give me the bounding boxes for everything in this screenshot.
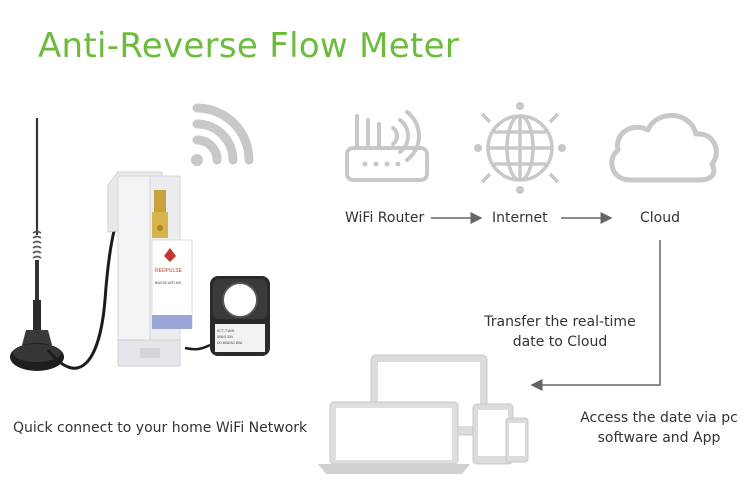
access-note: Access the date via pc software and App	[574, 408, 744, 448]
antenna-icon	[10, 118, 151, 371]
devices-icon	[318, 354, 529, 474]
router-icon	[345, 110, 429, 182]
cloud-icon	[609, 113, 719, 183]
transfer-note-line-1: Transfer the real-time	[484, 314, 636, 330]
ct-label-2: 50A/0.33V	[217, 335, 234, 339]
transfer-note-line-2: date to Cloud	[512, 334, 608, 350]
access-note-line-1: Access the date via pc	[580, 410, 738, 426]
page-title: Anti-Reverse Flow Meter	[38, 26, 460, 66]
cloud-label: Cloud	[640, 210, 680, 226]
internet-label: Internet	[492, 210, 548, 226]
router-label: WiFi Router	[345, 210, 425, 226]
access-note-line-2: software and App	[597, 430, 721, 446]
ct-label-3: DC 80A/AC 80A	[217, 341, 243, 345]
flow-arrows	[431, 212, 661, 391]
device-brand: REDPULSE	[155, 268, 183, 274]
device-model: BW135-WiFi-MS	[155, 281, 182, 285]
meter-device	[107, 171, 193, 367]
ct-label-1: SCT-T16W	[217, 329, 235, 333]
wifi-icon	[191, 103, 254, 166]
globe-icon	[474, 102, 566, 194]
transfer-note: Transfer the real-time date to Cloud	[470, 312, 650, 352]
current-clamp	[184, 276, 270, 356]
connect-note: Quick connect to your home WiFi Network	[13, 420, 308, 436]
